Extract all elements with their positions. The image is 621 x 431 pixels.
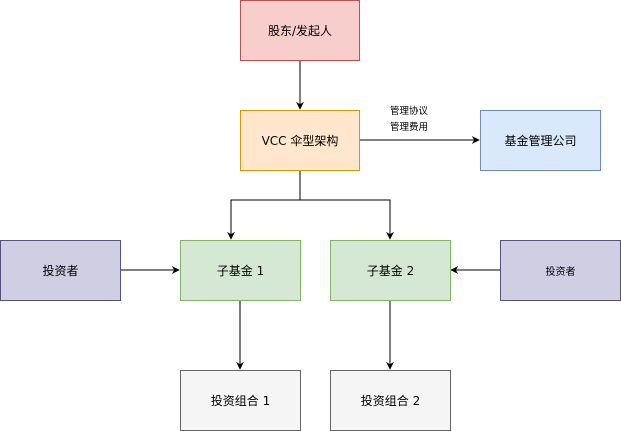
node-label: 基金管理公司 xyxy=(504,134,577,148)
node-investor-left[interactable]: 投资者 xyxy=(0,240,121,301)
node-label: 投资组合 2 xyxy=(360,394,421,408)
node-fund-manager[interactable]: 基金管理公司 xyxy=(480,110,601,171)
node-sub-fund-1[interactable]: 子基金 1 xyxy=(180,240,301,301)
edge-label-management-fee: 管理费用 xyxy=(390,122,429,133)
node-label: 投资者 xyxy=(545,267,576,278)
node-label: 投资者 xyxy=(42,264,79,278)
node-investor-right[interactable]: 投资者 xyxy=(500,240,621,301)
edge-label-management-agreement: 管理协议 xyxy=(390,106,429,117)
node-portfolio-1[interactable]: 投资组合 1 xyxy=(180,370,301,431)
edge-vcc-to-sub-fund-1 xyxy=(227,171,301,240)
node-label: VCC 伞型架构 xyxy=(261,134,339,148)
edge-vcc-to-sub-fund-2 xyxy=(299,171,394,240)
node-label: 子基金 1 xyxy=(216,264,265,278)
node-shareholders[interactable]: 股东/发起人 xyxy=(240,0,360,61)
node-sub-fund-2[interactable]: 子基金 2 xyxy=(330,240,451,301)
node-portfolio-2[interactable]: 投资组合 2 xyxy=(330,370,451,431)
node-label: 子基金 2 xyxy=(366,264,415,278)
node-vcc-umbrella[interactable]: VCC 伞型架构 xyxy=(240,110,360,171)
node-label: 投资组合 1 xyxy=(210,394,271,408)
node-label: 股东/发起人 xyxy=(267,24,333,38)
